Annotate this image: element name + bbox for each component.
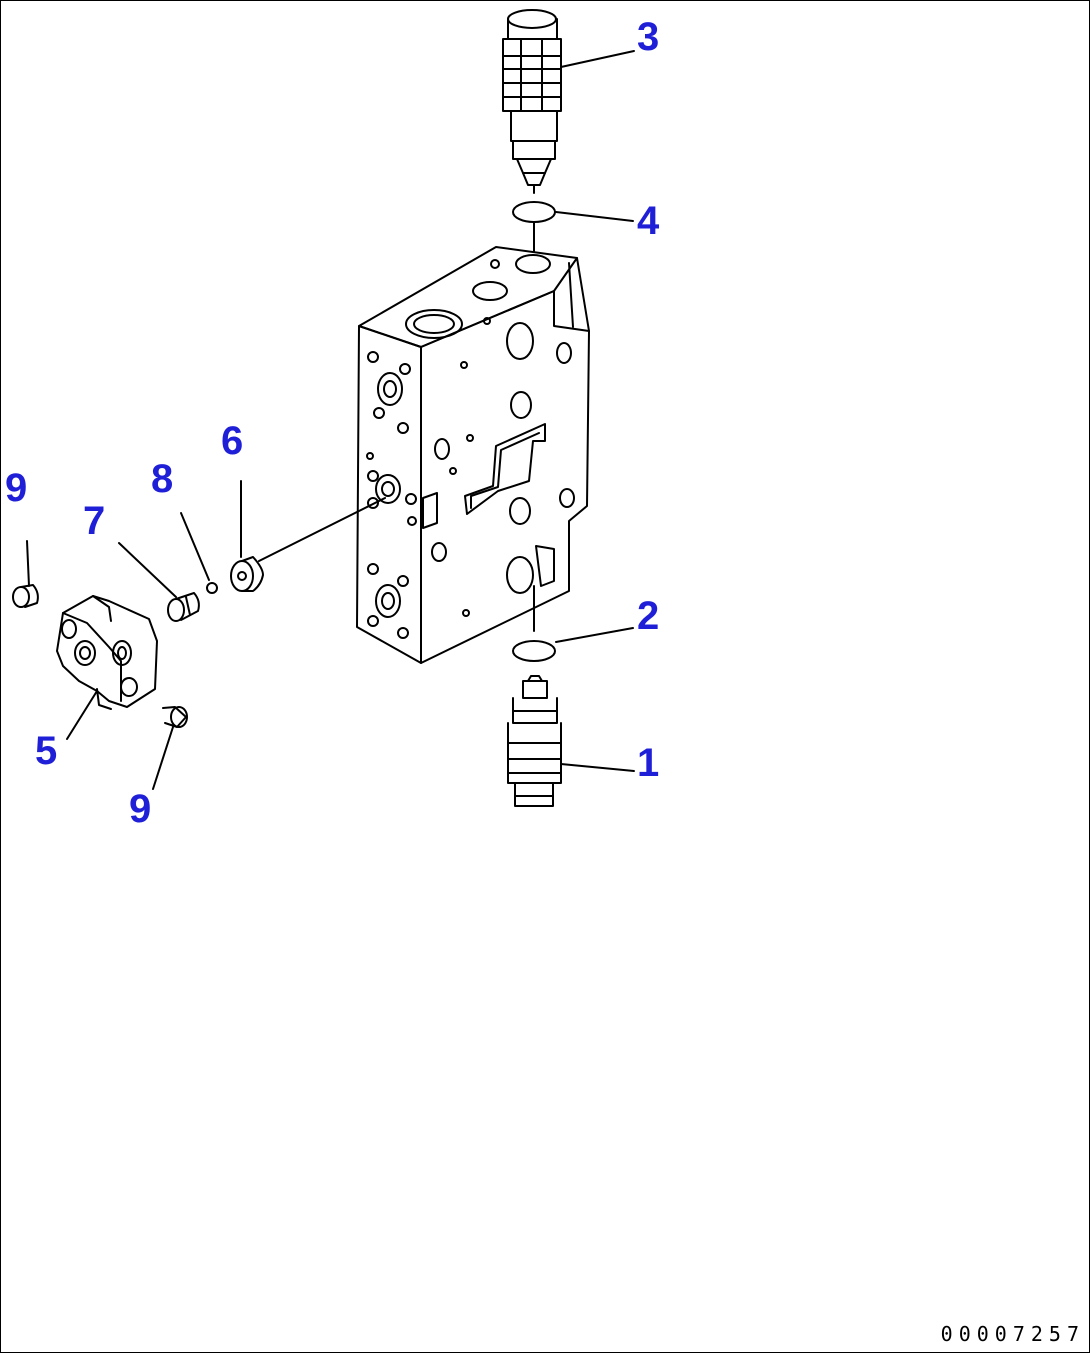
callout-6: 6 [221, 419, 244, 463]
leader-4 [555, 211, 634, 222]
document-number: 00007257 [940, 1322, 1085, 1346]
leader-7 [118, 542, 177, 598]
part-9-screw-lower [162, 706, 188, 728]
axis-line-6 [258, 497, 386, 562]
callout-3: 3 [637, 15, 660, 59]
part-9-screw-upper [12, 584, 39, 608]
leader-5 [66, 690, 98, 740]
part-6-fitting [230, 556, 264, 592]
part-1-lower-valve [507, 675, 562, 807]
leader-1 [560, 763, 635, 772]
part-5-cover [56, 595, 158, 710]
leader-8 [180, 512, 210, 581]
callout-5: 5 [35, 729, 58, 773]
part-4-o-ring [512, 201, 556, 223]
part-3-upper-valve [502, 9, 562, 194]
callout-7: 7 [83, 499, 106, 543]
leader-9-upper [26, 540, 30, 587]
callout-2: 2 [637, 594, 660, 638]
callout-1: 1 [637, 741, 660, 785]
callout-9-lower: 9 [129, 787, 152, 831]
leader-3 [560, 50, 635, 68]
part-2-o-ring [512, 640, 556, 662]
callout-9-upper: 9 [5, 466, 28, 510]
callout-8: 8 [151, 457, 174, 501]
valve-body [356, 246, 590, 664]
leader-9-lower [152, 726, 174, 790]
part-7-spool [167, 592, 200, 622]
callout-4: 4 [637, 199, 660, 243]
leader-2 [555, 627, 634, 643]
part-8-ball [206, 582, 218, 594]
